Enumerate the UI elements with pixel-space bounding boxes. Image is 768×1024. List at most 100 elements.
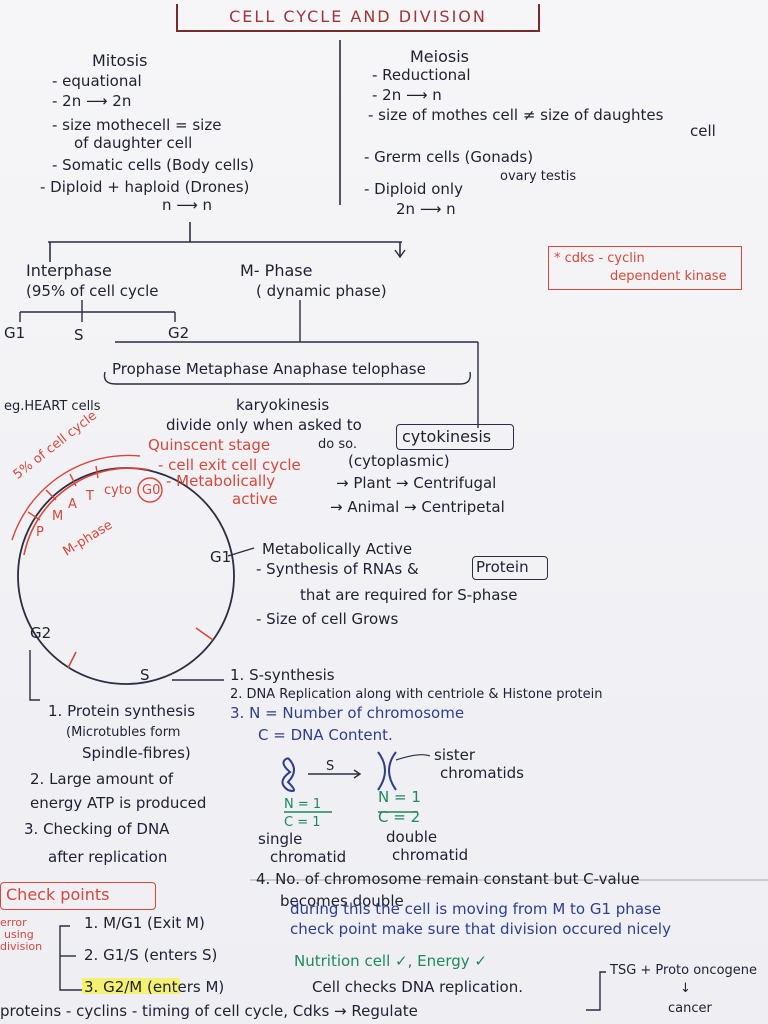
g0-note-4: - cell exit cell cycle <box>158 456 301 474</box>
page-title: CELL CYCLE AND DIVISION <box>176 4 540 32</box>
cycle-segment-m: M <box>52 509 64 524</box>
single-chromatid-drawing <box>281 757 295 792</box>
mphase-label: M- Phase <box>240 261 313 280</box>
interphase-sub: (95% of cell cycle <box>26 282 159 300</box>
checkpoint-1: 1. M/G1 (Exit M) <box>84 914 205 932</box>
meiosis-point-2: - 2n ⟶ n <box>372 86 442 104</box>
meiosis-point-6: ovary testis <box>500 169 577 184</box>
chromatid-left-label-2: chromatid <box>270 848 347 866</box>
mitosis-heading: Mitosis <box>92 51 148 70</box>
meiosis-point-3: - size of mothes cell ≠ size of daughtes <box>368 106 664 124</box>
cycle-g1: G1 <box>210 548 232 566</box>
cell-cycle-circle <box>17 467 235 685</box>
checkpoints-side-1: error <box>0 916 27 929</box>
s-note-4: C = DNA Content. <box>258 726 393 744</box>
checkpoint-note-4: Cell checks DNA replication. <box>312 978 523 996</box>
g1-note-1: Metabolically Active <box>262 540 413 558</box>
cytokinesis-animal: → Animal → Centripetal <box>330 498 505 516</box>
g1-note-4: - Size of cell Grows <box>256 610 399 628</box>
mitosis-point-1: - equational <box>52 72 142 90</box>
checkpoint-note-2: check point make sure that division occu… <box>290 920 671 938</box>
karyokinesis-label: karyokinesis <box>236 396 330 414</box>
g2-note-4: 2. Large amount of <box>30 770 174 788</box>
chromatid-right-c: C = 2 <box>378 808 421 826</box>
g0-note-5: - Metabolically <box>166 472 276 490</box>
cycle-segment-t: T <box>86 489 94 504</box>
checkpoint-3: 3. G2/M (enters M) <box>84 978 225 996</box>
s-note-3: 3. N = Number of chromosome <box>230 704 465 722</box>
chromatid-left-c: C = 1 <box>284 815 321 830</box>
tsg-cancer: cancer <box>668 1001 712 1016</box>
cdks-note-line-1: * cdks - cyclin <box>554 251 645 266</box>
interphase-label: Interphase <box>26 261 112 280</box>
bottom-line: proteins - cyclins - timing of cell cycl… <box>0 1002 418 1020</box>
g0-note-3: Quinscent stage <box>148 436 271 454</box>
cytokinesis-box <box>396 424 514 450</box>
cycle-segment-p: P <box>36 525 44 540</box>
g1-note-2: - Synthesis of RNAs & <box>256 560 419 578</box>
checkpoints-side-2: using <box>4 928 34 941</box>
mitosis-point-3: - size mothecell = size <box>52 116 222 134</box>
cytokinesis-label: cytokinesis <box>402 427 492 446</box>
s-note-1: 1. S-synthesis <box>230 666 335 684</box>
cycle-g2: G2 <box>30 624 52 642</box>
g2-note-2: (Microtubles form <box>66 725 181 740</box>
cytokinesis-plant: → Plant → Centrifugal <box>336 474 497 492</box>
meiosis-point-8: 2n ⟶ n <box>396 200 456 218</box>
cycle-s: S <box>140 666 150 684</box>
checkpoints-side-3: division <box>0 940 43 953</box>
checkpoints-box <box>0 882 156 910</box>
g0-note-2: do so. <box>318 437 357 452</box>
mphase-sub: ( dynamic phase) <box>256 282 387 300</box>
g2-note-6: 3. Checking of DNA <box>24 820 170 838</box>
note-4-line-2: becomes double <box>280 892 404 910</box>
chromatid-right-n: N = 1 <box>378 788 421 806</box>
mitosis-point-6: - Diploid + haploid (Drones) <box>40 178 250 196</box>
chromatid-right-label-1: double <box>386 828 438 846</box>
meiosis-heading: Meiosis <box>410 47 469 66</box>
example-heart-cells: eg.HEART cells <box>4 399 101 414</box>
g0-note-6: active <box>232 490 278 508</box>
meiosis-point-4: cell <box>690 122 716 140</box>
mphase-stages: Prophase Metaphase Anaphase telophase <box>112 360 426 378</box>
stage-s: S <box>74 326 84 344</box>
cycle-segment-cyto: cyto <box>104 483 132 498</box>
note-4-line-1: 4. No. of chromosome remain constant but… <box>256 870 640 888</box>
mitosis-point-7: n ⟶ n <box>162 196 213 214</box>
checkpoint-2: 2. G1/S (enters S) <box>84 946 218 964</box>
meiosis-point-7: - Diploid only <box>364 180 463 198</box>
cdks-note-line-2: dependent kinase <box>610 269 727 284</box>
g2-note-1: 1. Protein synthesis <box>48 702 196 720</box>
tsg-line-1: TSG + Proto oncogene <box>610 963 758 978</box>
tsg-arrow: ↓ <box>680 981 691 996</box>
g0-note-1: divide only when asked to <box>166 416 362 434</box>
cdks-note-box <box>548 246 742 290</box>
stage-g2: G2 <box>168 324 190 342</box>
chromatid-left-n: N = 1 <box>284 797 322 812</box>
cycle-segment-a: A <box>68 497 77 512</box>
chromatid-sister: sister <box>434 746 476 764</box>
chromatid-left-label-1: single <box>258 830 303 848</box>
mitosis-point-5: - Somatic cells (Body cells) <box>52 156 255 174</box>
g1-note-protein: Protein <box>476 558 529 576</box>
mitosis-point-4: of daughter cell <box>74 134 193 152</box>
checkpoint-note-3: Nutrition cell ✓, Energy ✓ <box>294 952 487 970</box>
stage-g1: G1 <box>4 324 26 342</box>
double-chromatid-drawing <box>377 751 397 791</box>
g2-note-7: after replication <box>48 848 168 866</box>
checkpoints-label: Check points <box>6 885 110 904</box>
checkpoint-3-highlight <box>82 978 180 994</box>
meiosis-point-5: - Grerm cells (Gonads) <box>364 148 534 166</box>
meiosis-point-1: - Reductional <box>372 66 471 84</box>
chromatid-right-label-2: chromatid <box>392 846 469 864</box>
chromatid-arrow-label: S <box>326 759 335 774</box>
g1-note-3: that are required for S-phase <box>300 586 518 604</box>
chromatid-chromatids: chromatids <box>440 764 524 782</box>
checkpoint-note-1: during this the cell is moving from M to… <box>290 900 662 918</box>
cycle-g0: G0 <box>142 483 161 498</box>
g2-note-5: energy ATP is produced <box>30 794 207 812</box>
g2-note-3: Spindle-fibres) <box>82 744 191 762</box>
s-note-2: 2. DNA Replication along with centriole … <box>230 687 603 702</box>
